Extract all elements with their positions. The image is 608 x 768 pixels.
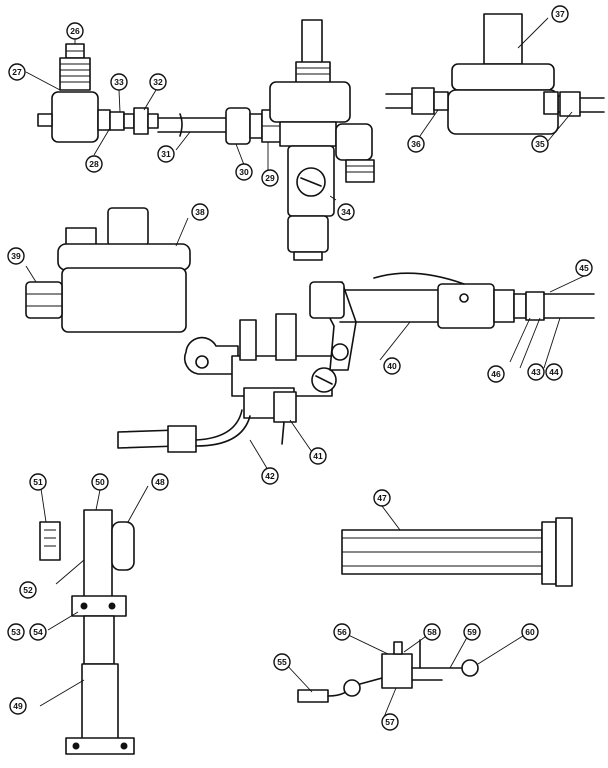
- callout-label-42: 42: [265, 471, 275, 481]
- regulator-side-assembly: [25, 207, 191, 333]
- callout-33: 33: [110, 73, 128, 91]
- callout-30: 30: [235, 163, 253, 181]
- callout-label-29: 29: [265, 173, 275, 183]
- callout-35: 35: [531, 135, 549, 153]
- callout-label-50: 50: [95, 477, 105, 487]
- callout-48: 48: [151, 473, 169, 491]
- regulator-assembly: [385, 13, 605, 135]
- callout-47: 47: [373, 489, 391, 507]
- callout-54: 54: [29, 623, 47, 641]
- callout-57: 57: [381, 713, 399, 731]
- burner-tube-assembly: [341, 517, 573, 587]
- callout-label-27: 27: [12, 67, 22, 77]
- callout-36: 36: [407, 135, 425, 153]
- callout-51: 51: [29, 473, 47, 491]
- callout-label-32: 32: [153, 77, 163, 87]
- callout-label-58: 58: [427, 627, 437, 637]
- callout-50: 50: [91, 473, 109, 491]
- callout-label-31: 31: [161, 149, 171, 159]
- callout-label-34: 34: [341, 207, 351, 217]
- callout-39: 39: [7, 247, 25, 265]
- callout-43: 43: [527, 363, 545, 381]
- callout-label-38: 38: [195, 207, 205, 217]
- callout-40: 40: [383, 357, 401, 375]
- callout-label-43: 43: [531, 367, 541, 377]
- callout-52: 52: [19, 581, 37, 599]
- callout-26: 26: [66, 22, 84, 40]
- harness-assembly: [297, 639, 479, 703]
- callout-label-60: 60: [525, 627, 535, 637]
- callout-label-30: 30: [239, 167, 249, 177]
- callout-label-51: 51: [33, 477, 43, 487]
- callout-45: 45: [575, 259, 593, 277]
- callout-37: 37: [551, 5, 569, 23]
- callout-29: 29: [261, 169, 279, 187]
- callout-55: 55: [273, 653, 291, 671]
- callout-label-28: 28: [89, 159, 99, 169]
- callout-label-56: 56: [337, 627, 347, 637]
- callout-label-55: 55: [277, 657, 287, 667]
- callout-label-49: 49: [13, 701, 23, 711]
- callout-59: 59: [463, 623, 481, 641]
- callout-32: 32: [149, 73, 167, 91]
- callout-label-48: 48: [155, 477, 165, 487]
- callout-layer: 26 27 28 33 32 31 30 29 34 37 36 35 38 3…: [7, 5, 593, 731]
- callout-label-59: 59: [467, 627, 477, 637]
- callout-label-52: 52: [23, 585, 33, 595]
- callout-label-57: 57: [385, 717, 395, 727]
- callout-label-45: 45: [579, 263, 589, 273]
- callout-34: 34: [337, 203, 355, 221]
- callout-label-39: 39: [11, 251, 21, 261]
- callout-38: 38: [191, 203, 209, 221]
- callout-27: 27: [8, 63, 26, 81]
- callout-label-33: 33: [114, 77, 124, 87]
- burner-base-assembly: [39, 509, 135, 755]
- callout-58: 58: [423, 623, 441, 641]
- callout-label-36: 36: [411, 139, 421, 149]
- callout-44: 44: [545, 363, 563, 381]
- callout-label-40: 40: [387, 361, 397, 371]
- callout-label-44: 44: [549, 367, 559, 377]
- callout-53: 53: [7, 623, 25, 641]
- callout-label-46: 46: [491, 369, 501, 379]
- callout-label-35: 35: [535, 139, 545, 149]
- callout-31: 31: [157, 145, 175, 163]
- callout-60: 60: [521, 623, 539, 641]
- callout-label-47: 47: [377, 493, 387, 503]
- pilot-burner-assembly: [117, 272, 595, 453]
- callout-28: 28: [85, 155, 103, 173]
- callout-41: 41: [309, 447, 327, 465]
- callout-label-53: 53: [11, 627, 21, 637]
- callout-46: 46: [487, 365, 505, 383]
- gas-valve-assembly: [37, 19, 375, 261]
- callout-56: 56: [333, 623, 351, 641]
- callout-49: 49: [9, 697, 27, 715]
- callout-label-41: 41: [313, 451, 323, 461]
- callout-label-26: 26: [70, 26, 80, 36]
- callout-label-54: 54: [33, 627, 43, 637]
- callout-label-37: 37: [555, 9, 565, 19]
- callout-42: 42: [261, 467, 279, 485]
